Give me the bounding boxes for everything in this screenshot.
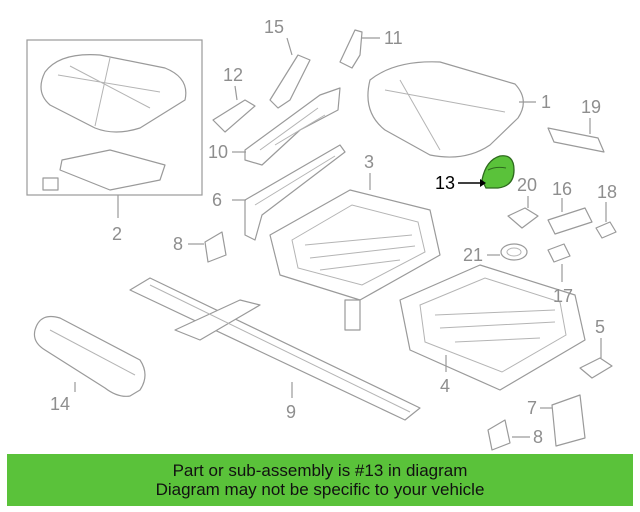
info-banner: Part or sub-assembly is #13 in diagram D…: [7, 454, 633, 506]
parts-diagram: 1 2 3 4 5 6 7 8 8 9 10 11 12 13 14 15 16…: [26, 17, 617, 451]
part-3-seat-frame[interactable]: [269, 173, 441, 301]
part-15-bracket[interactable]: [269, 37, 311, 109]
callout-13[interactable]: 13: [435, 173, 455, 193]
callout-18[interactable]: 18: [597, 182, 617, 202]
part-8-clip-lower[interactable]: [487, 419, 530, 451]
callout-7[interactable]: 7: [527, 398, 537, 418]
part-13-highlighted[interactable]: [458, 155, 515, 189]
callout-5[interactable]: 5: [595, 317, 605, 337]
part-1-seat-pad[interactable]: [367, 61, 536, 158]
part-2-cushion-pad[interactable]: [26, 39, 203, 218]
part-16-switch[interactable]: [547, 198, 593, 235]
part-5-connector[interactable]: [579, 338, 613, 379]
callout-16[interactable]: 16: [552, 179, 572, 199]
callout-20[interactable]: 20: [517, 175, 537, 195]
callout-17[interactable]: 17: [553, 286, 573, 306]
callout-19[interactable]: 19: [581, 97, 601, 117]
banner-line-2: Diagram may not be specific to your vehi…: [155, 480, 485, 499]
part-17-button[interactable]: [547, 243, 571, 282]
part-11-bracket[interactable]: [339, 29, 380, 69]
part-9-seat-track[interactable]: [129, 277, 421, 421]
callout-21[interactable]: 21: [463, 245, 483, 265]
callout-8-upper[interactable]: 8: [173, 234, 183, 254]
part-21-ring[interactable]: [487, 243, 528, 261]
callout-6[interactable]: 6: [212, 190, 222, 210]
part-7-bracket[interactable]: [540, 394, 586, 447]
part-10-side-shield[interactable]: [232, 87, 341, 166]
part-8-clip-upper[interactable]: [188, 231, 227, 263]
part-12-trim[interactable]: [212, 85, 256, 133]
callout-9[interactable]: 9: [286, 402, 296, 422]
part-18-knob[interactable]: [595, 202, 617, 239]
part-20-bracket[interactable]: [507, 196, 539, 229]
callout-11[interactable]: 11: [384, 28, 403, 48]
callout-3[interactable]: 3: [364, 152, 374, 172]
part-19-module[interactable]: [547, 118, 605, 153]
banner-line-1: Part or sub-assembly is #13 in diagram: [172, 461, 468, 480]
callout-4[interactable]: 4: [440, 376, 450, 396]
callout-12[interactable]: 12: [223, 65, 243, 85]
callout-14[interactable]: 14: [50, 394, 70, 414]
callout-1[interactable]: 1: [541, 92, 551, 112]
callout-15[interactable]: 15: [264, 17, 284, 37]
part-6-rail-cover[interactable]: [232, 144, 346, 241]
part-14-side-trim[interactable]: [33, 315, 146, 397]
callout-2[interactable]: 2: [112, 224, 122, 244]
part-4-lower-frame[interactable]: [344, 264, 586, 391]
callout-10[interactable]: 10: [208, 142, 228, 162]
callout-8-lower[interactable]: 8: [533, 427, 543, 447]
